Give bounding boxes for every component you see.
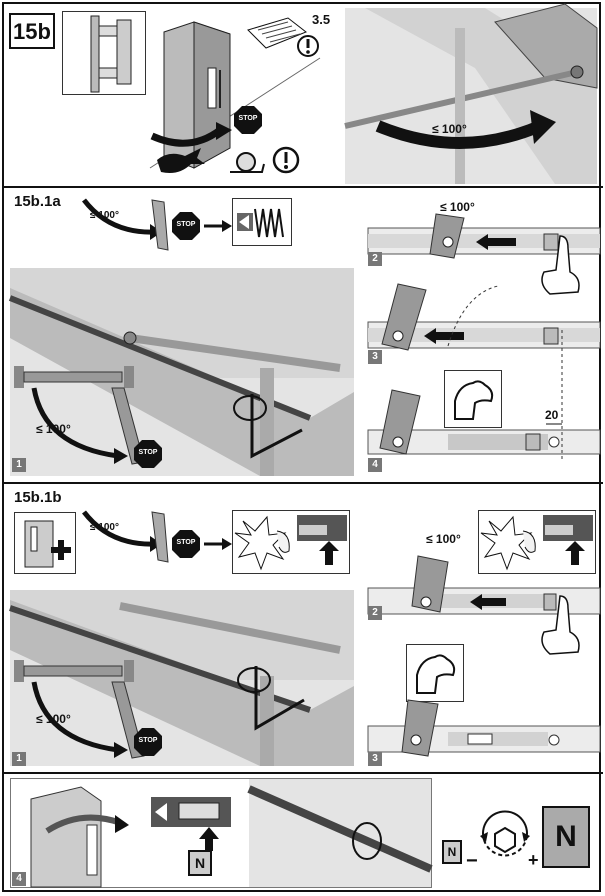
bicep-icon — [444, 370, 502, 428]
finger-icon — [541, 595, 580, 655]
door-add-icon — [14, 512, 76, 574]
step-number: 4 — [12, 872, 26, 886]
warning-icon — [272, 146, 300, 174]
snail-icon — [230, 152, 265, 173]
spring-icon — [232, 198, 292, 246]
angle-label: ≤ 100° — [440, 200, 475, 214]
plus-label: + — [528, 850, 539, 870]
closer-overview-panel — [344, 3, 598, 184]
angle-label: ≤ 100° — [90, 210, 119, 221]
track-step-3 — [367, 699, 601, 757]
swing-arrow — [375, 110, 556, 149]
weight-icon: N — [188, 850, 212, 876]
weight-large-icon: N — [542, 806, 590, 868]
step-number: 3 — [368, 752, 382, 766]
section-title: 15b.1b — [14, 489, 62, 506]
divider — [2, 186, 603, 188]
step-number: 2 — [368, 252, 382, 266]
angle-label: ≤ 100° — [426, 532, 461, 546]
hex-key-icon — [480, 810, 530, 857]
step-number: 3 — [368, 350, 382, 364]
adjustment-step-4 — [10, 778, 433, 888]
track-step-2 — [367, 555, 601, 615]
distance-label: 20 — [545, 408, 559, 422]
angle-label: ≤ 100° — [36, 712, 71, 726]
manual-icon — [247, 17, 307, 49]
door-swing-icon — [82, 198, 169, 251]
manual-ref-label: 3.5 — [312, 12, 331, 27]
stop-diagram — [14, 366, 145, 465]
closer-detail-panel — [9, 590, 354, 766]
arrow-right-icon — [204, 220, 232, 232]
arrow-right-icon — [204, 538, 232, 550]
angle-label: ≤ 100° — [432, 122, 467, 136]
minus-label: − — [466, 850, 478, 872]
track-step-3 — [367, 283, 601, 351]
finger-icon — [541, 235, 580, 295]
divider — [2, 482, 603, 484]
impact-icon — [478, 510, 596, 574]
step-number: 1 — [12, 458, 26, 472]
angle-label: ≤ 100° — [90, 522, 119, 533]
track-step-4 — [367, 330, 601, 460]
step-number: 1 — [12, 752, 26, 766]
angle-label: ≤ 100° — [36, 422, 71, 436]
impact-icon — [232, 510, 350, 574]
bicep-icon — [406, 644, 464, 702]
step-number: 2 — [368, 606, 382, 620]
cabinet-drawing — [149, 21, 321, 169]
hinge-inset — [62, 11, 146, 95]
hare-icon — [157, 148, 205, 173]
weight-small-icon: N — [442, 840, 462, 864]
hinge-icon — [90, 15, 132, 93]
section-title: 15b.1a — [14, 193, 61, 210]
stop-diagram — [14, 660, 145, 759]
door-swing-icon — [82, 510, 169, 563]
step-badge: 15b — [9, 13, 55, 49]
divider — [2, 772, 603, 774]
step-number: 4 — [368, 458, 382, 472]
manual-warning-icon — [297, 35, 319, 57]
